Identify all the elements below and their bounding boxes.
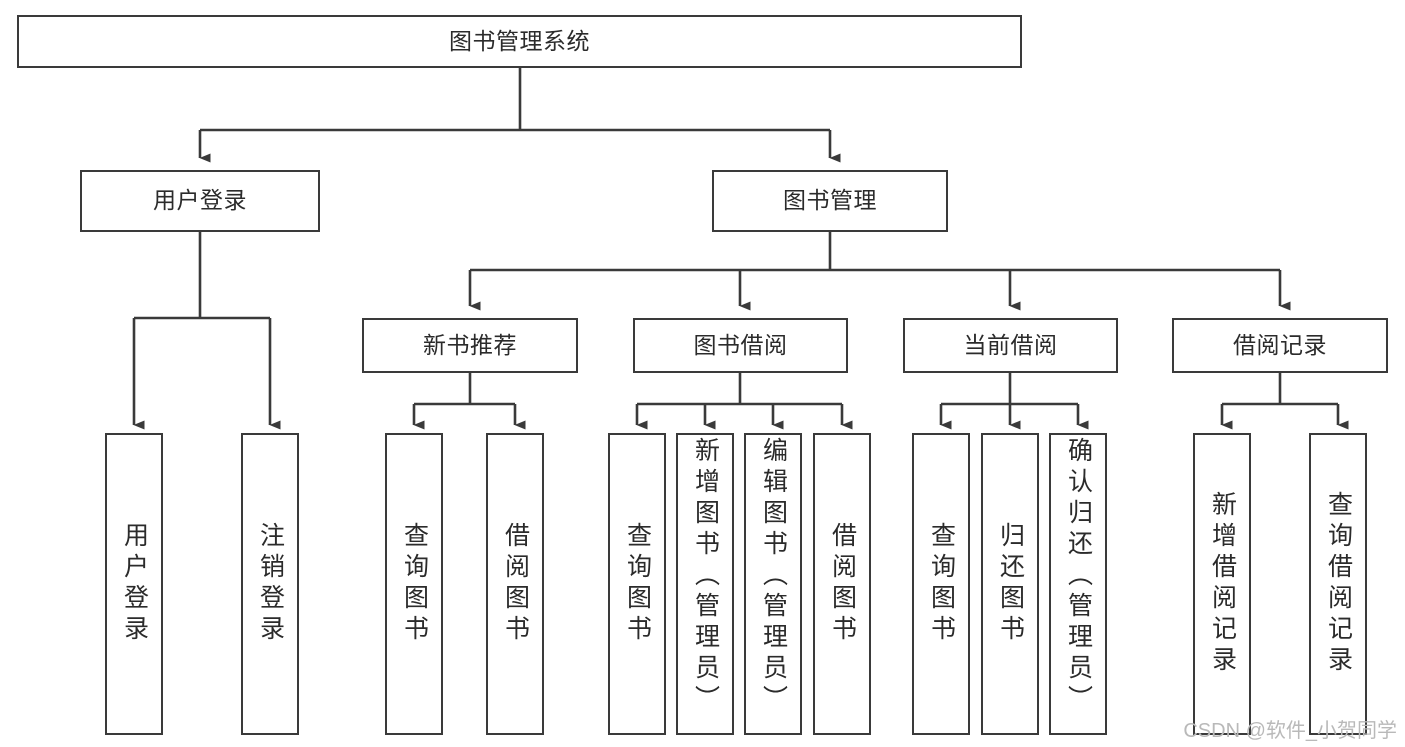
node-borrow-records[interactable]: 借阅记录: [1172, 318, 1388, 373]
leaf-label: 注销登录: [256, 522, 285, 646]
node-borrow-records-label: 借阅记录: [1233, 331, 1327, 358]
leaf-borrow-records-add-record[interactable]: 新增借阅记录: [1193, 433, 1251, 735]
node-book-borrow-label: 图书借阅: [693, 331, 788, 358]
leaf-current-borrow-query-book[interactable]: 查询图书: [912, 433, 970, 735]
leaf-label: 借阅图书: [828, 522, 857, 646]
leaf-label: 确认归还（管理员）: [1064, 437, 1093, 716]
node-new-book-recommend[interactable]: 新书推荐: [362, 318, 578, 373]
node-book-borrow[interactable]: 图书借阅: [633, 318, 848, 373]
leaf-label: 借阅图书: [501, 522, 530, 646]
leaf-label: 归还图书: [996, 522, 1025, 646]
leaf-label: 编辑图书（管理员）: [759, 437, 788, 716]
node-root-book-management-system[interactable]: 图书管理系统: [17, 15, 1022, 68]
leaf-label: 查询图书: [400, 522, 429, 646]
leaf-borrow-records-query-record[interactable]: 查询借阅记录: [1309, 433, 1367, 735]
leaf-label: 用户登录: [120, 522, 149, 646]
leaf-user-login-logout[interactable]: 注销登录: [241, 433, 299, 735]
leaf-book-borrow-add-book-admin[interactable]: 新增图书（管理员）: [676, 433, 734, 735]
leaf-book-borrow-query-book[interactable]: 查询图书: [608, 433, 666, 735]
node-root-label: 图书管理系统: [449, 27, 590, 54]
leaf-current-borrow-confirm-return-admin[interactable]: 确认归还（管理员）: [1049, 433, 1107, 735]
node-current-borrow[interactable]: 当前借阅: [903, 318, 1118, 373]
leaf-user-login-login[interactable]: 用户登录: [105, 433, 163, 735]
leaf-label: 查询图书: [927, 522, 956, 646]
leaf-label: 新增借阅记录: [1208, 491, 1237, 677]
node-user-login[interactable]: 用户登录: [80, 170, 320, 232]
leaf-book-borrow-edit-book-admin[interactable]: 编辑图书（管理员）: [744, 433, 802, 735]
node-current-borrow-label: 当前借阅: [963, 331, 1058, 358]
leaf-book-borrow-borrow-book[interactable]: 借阅图书: [813, 433, 871, 735]
leaf-new-book-query-book[interactable]: 查询图书: [385, 433, 443, 735]
leaf-new-book-borrow-book[interactable]: 借阅图书: [486, 433, 544, 735]
node-book-management-label: 图书管理: [783, 187, 877, 214]
leaf-label: 新增图书（管理员）: [691, 437, 720, 716]
leaf-label: 查询借阅记录: [1324, 491, 1353, 677]
node-new-book-recommend-label: 新书推荐: [423, 331, 517, 358]
node-user-login-label: 用户登录: [153, 187, 247, 214]
node-book-management[interactable]: 图书管理: [712, 170, 948, 232]
leaf-label: 查询图书: [623, 522, 652, 646]
leaf-current-borrow-return-book[interactable]: 归还图书: [981, 433, 1039, 735]
